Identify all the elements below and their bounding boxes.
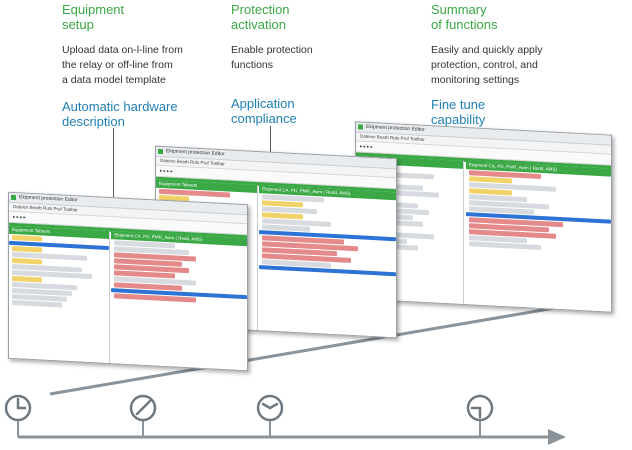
arrow-right-icon: [548, 429, 566, 445]
column-2-sub-line-1: Application: [231, 96, 295, 111]
column-1-desc-line-3: a data model template: [62, 74, 166, 86]
column-2-heading: Protection activation: [231, 2, 290, 32]
column-3-heading-line-2: of functions: [431, 17, 498, 32]
column-1-sub-line-2: description: [62, 114, 125, 129]
column-1-desc-line-1: Upload data on-l-line from: [62, 44, 183, 56]
column-3-description: Easily and quickly apply protection, con…: [431, 43, 542, 88]
column-3-desc-line-3: monitoring settings: [431, 74, 520, 86]
clock-icon: [129, 394, 157, 422]
column-2-desc-line-2: functions: [231, 59, 274, 71]
column-3-heading: Summary of functions: [431, 2, 498, 32]
column-1-sub-line-1: Automatic hardware: [62, 99, 178, 114]
column-3-desc-line-1: Easily and quickly apply: [431, 44, 543, 56]
column-1-description: Upload data on-l-line from the relay or …: [62, 43, 183, 88]
column-2-description: Enable protection functions: [231, 43, 313, 73]
clock-icon: [4, 394, 32, 422]
column-1-subheading: Automatic hardware description: [62, 99, 178, 129]
column-3-heading-line-1: Summary: [431, 2, 487, 17]
column-2-sub-line-2: compliance: [231, 111, 297, 126]
leader-line-2: [270, 126, 271, 166]
column-3-sub-line-1: Fine tune: [431, 97, 486, 112]
clock-icon: [256, 394, 284, 422]
column-2-desc-line-1: Enable protection: [231, 44, 313, 56]
column-1-heading-line-2: setup: [62, 17, 94, 32]
column-3-sub-line-2: capability: [431, 112, 486, 127]
column-2-heading-line-2: activation: [231, 17, 286, 32]
leader-line-1: [113, 128, 114, 205]
column-2-subheading: Application compliance: [231, 96, 297, 126]
column-1-heading-line-1: Equipment: [62, 2, 125, 17]
column-3-desc-line-2: protection, control, and: [431, 59, 538, 71]
clock-icon: [466, 394, 494, 422]
column-1-desc-line-2: the relay or off-line from: [62, 59, 173, 71]
column-1-heading: Equipment setup: [62, 2, 124, 32]
column-3-subheading: Fine tune capability: [431, 97, 485, 127]
column-2-heading-line-1: Protection: [231, 2, 290, 17]
